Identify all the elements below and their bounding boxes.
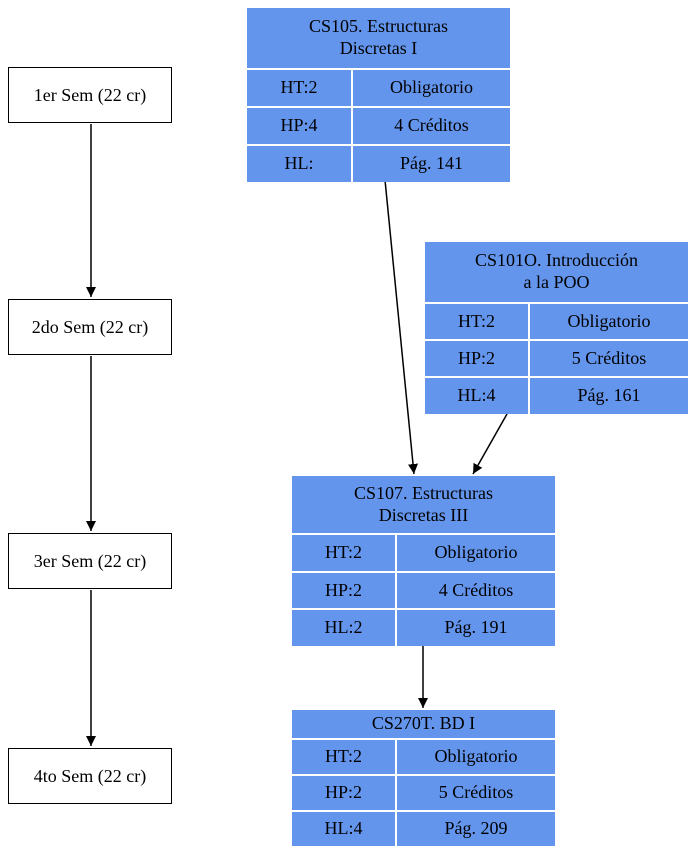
- course-credits: 4 Créditos: [438, 579, 514, 600]
- course-title: CS101O. Introducción a la POO: [475, 250, 638, 292]
- course-credits: 5 Créditos: [571, 347, 647, 368]
- course-row-hl: HL: Pág. 141: [247, 144, 510, 182]
- semester-node-2: 2do Sem (22 cr): [8, 299, 172, 355]
- course-credits: 5 Créditos: [438, 782, 514, 803]
- course-row-ht: HT:2 Obligatorio: [425, 302, 688, 339]
- course-hours-practice: HP:2: [425, 341, 530, 376]
- course-page: Pág. 141: [400, 153, 463, 174]
- course-type: Obligatorio: [434, 746, 518, 767]
- course-row-ht: HT:2 Obligatorio: [247, 68, 510, 106]
- course-hours-lab: HL:4: [425, 378, 530, 414]
- course-hours-lab: HL:4: [292, 812, 397, 846]
- course-hours-theory: HT:2: [247, 70, 353, 106]
- course-row-hp: HP:2 5 Créditos: [425, 339, 688, 376]
- course-title: CS105. Estructuras Discretas I: [309, 16, 448, 58]
- course-credits: 4 Créditos: [394, 115, 469, 136]
- course-hours-lab: HL:2: [292, 610, 397, 646]
- course-row-hl: HL:2 Pág. 191: [292, 608, 555, 646]
- course-type: Obligatorio: [390, 77, 473, 98]
- course-hours-theory: HT:2: [292, 535, 397, 571]
- course-node-cs107: CS107. Estructuras Discretas III HT:2 Ob…: [292, 476, 555, 646]
- course-row-ht: HT:2 Obligatorio: [292, 533, 555, 571]
- course-hours-practice: HP:2: [292, 776, 397, 810]
- course-row-hl: HL:4 Pág. 161: [425, 376, 688, 414]
- course-row-ht: HT:2 Obligatorio: [292, 738, 555, 774]
- edge-cs105-cs107: [384, 179, 418, 475]
- semester-node-4: 4to Sem (22 cr): [8, 748, 172, 804]
- course-hours-lab: HL:: [247, 146, 353, 182]
- course-row-hp: HP:4 4 Créditos: [247, 106, 510, 144]
- course-page: Pág. 191: [444, 617, 508, 638]
- course-page: Pág. 209: [444, 818, 508, 839]
- course-type: Obligatorio: [434, 542, 518, 563]
- semester-node-1: 1er Sem (22 cr): [8, 67, 172, 123]
- semester-node-3: 3er Sem (22 cr): [8, 533, 172, 589]
- course-type: Obligatorio: [567, 310, 651, 331]
- course-title: CS107. Estructuras Discretas III: [354, 482, 493, 525]
- course-node-cs105: CS105. Estructuras Discretas I HT:2 Obli…: [247, 8, 510, 182]
- course-node-cs270t: CS270T. BD I HT:2 Obligatorio HP:2 5 Cré…: [292, 710, 555, 846]
- course-hours-practice: HP:2: [292, 573, 397, 608]
- course-row-hl: HL:4 Pág. 209: [292, 810, 555, 846]
- course-hours-practice: HP:4: [247, 108, 353, 144]
- course-node-cs101o: CS101O. Introducción a la POO HT:2 Oblig…: [425, 242, 688, 414]
- edge-cs101o-cs107: [472, 413, 508, 475]
- course-page: Pág. 161: [577, 385, 641, 406]
- course-title: CS270T. BD I: [371, 713, 476, 734]
- course-row-hp: HP:2 4 Créditos: [292, 571, 555, 608]
- course-row-hp: HP:2 5 Créditos: [292, 774, 555, 810]
- course-hours-theory: HT:2: [425, 304, 530, 339]
- course-hours-theory: HT:2: [292, 740, 397, 774]
